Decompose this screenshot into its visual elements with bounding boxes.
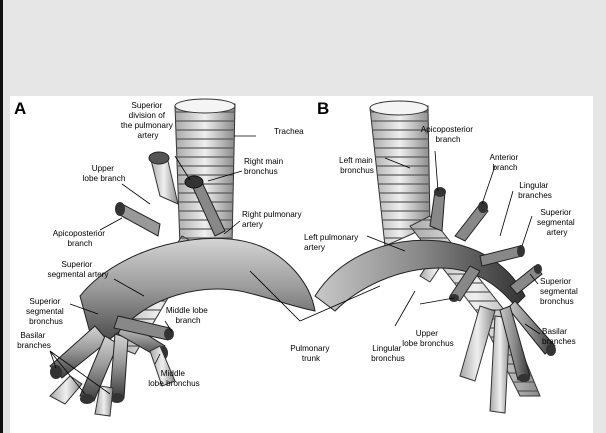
label-pulmonary-trunk: Pulmonary trunk	[290, 344, 331, 363]
label-basilar-branches-a: Basilar branches	[17, 331, 51, 350]
label-lingular-bronchus: Lingular bronchus	[371, 344, 405, 363]
left-edge-bar	[0, 0, 3, 433]
label-right-pulmonary-artery: Right pulmonary artery	[242, 210, 304, 229]
label-superior-segmental-artery-b: Superior segmental artery	[537, 208, 577, 237]
label-superior-division-a: Superior division of the pulmonary arter…	[121, 101, 175, 140]
label-superior-segmental-bronchus-a: Superior segmental bronchus	[26, 297, 66, 326]
label-trachea: Trachea	[274, 127, 304, 136]
label-upper-lobe-bronchus: Upper lobe bronchus	[402, 329, 453, 348]
label-apicoposterior-branch-a: Apicoposterior branch	[53, 229, 108, 248]
label-left-main-bronchus: Left main bronchus	[339, 156, 375, 175]
label-superior-segmental-bronchus-b: Superior segmental bronchus	[540, 277, 580, 306]
label-basilar-branches-b: Basilar branches	[542, 327, 576, 346]
figure-panel: A B	[10, 96, 593, 433]
label-upper-lobe-branch: Upper lobe branch	[83, 164, 126, 183]
label-right-main-bronchus: Right main bronchus	[244, 157, 285, 176]
label-anterior-branch: Anterior branch	[490, 153, 521, 172]
label-middle-lobe-bronchus: Middle lobe bronchus	[148, 369, 199, 388]
anatomy-illustration: Superior division of the pulmonary arter…	[10, 96, 593, 433]
label-lingular-branches: Lingular branches	[518, 181, 552, 200]
panel-b-drawing	[315, 101, 556, 413]
label-middle-lobe-branch: Middle lobe branch	[166, 306, 210, 325]
label-superior-segmental-artery-a: Superior segmental artery	[48, 260, 110, 279]
trachea-a	[175, 99, 235, 246]
label-left-pulmonary-artery: Left pulmonary artery	[304, 233, 360, 252]
